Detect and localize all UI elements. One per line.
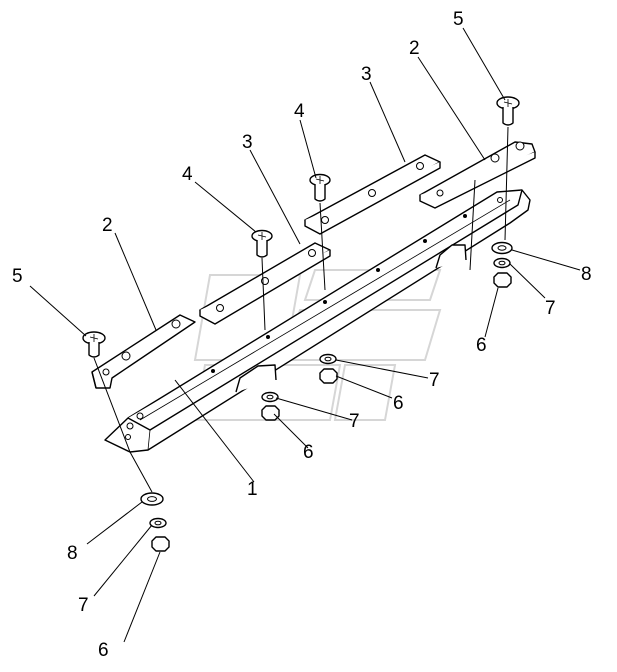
leader-lines bbox=[29, 27, 581, 643]
callout-part-6-mid-lower: 6 bbox=[303, 442, 314, 463]
plate-part-3-right bbox=[304, 154, 441, 235]
callouts: 5 2 4 3 4 3 2 5 8 7 6 7 6 7 6 1 8 7 6 bbox=[12, 9, 592, 661]
callout-part-5-left: 5 bbox=[12, 266, 23, 287]
callout-part-3-right: 3 bbox=[361, 64, 372, 85]
callout-part-5-right: 5 bbox=[453, 9, 464, 30]
lock-washer-part-7-mid-upper bbox=[319, 353, 337, 365]
plate-part-3-left bbox=[199, 242, 331, 325]
callout-part-4-left: 4 bbox=[182, 164, 193, 185]
washer-part-8-left bbox=[140, 492, 164, 506]
nut-part-6-left bbox=[151, 536, 170, 552]
callout-part-2-right: 2 bbox=[409, 38, 420, 59]
callout-part-4-right: 4 bbox=[294, 101, 305, 122]
lock-washer-part-7-right bbox=[493, 257, 511, 269]
callout-part-6-left: 6 bbox=[98, 640, 109, 661]
bolt-part-4-right bbox=[309, 173, 331, 202]
callout-part-7-mid-upper: 7 bbox=[429, 370, 440, 391]
callout-part-6-right: 6 bbox=[476, 335, 487, 356]
nut-part-6-mid-upper bbox=[319, 368, 338, 384]
callout-part-6-mid-upper: 6 bbox=[393, 393, 404, 414]
callout-part-8-left: 8 bbox=[67, 543, 78, 564]
end-plate-part-2-right bbox=[419, 141, 536, 209]
bolt-part-5-left bbox=[82, 331, 106, 358]
bolt-part-5-right bbox=[496, 96, 520, 126]
bolt-part-4-left bbox=[251, 229, 273, 258]
main-rail-part-1 bbox=[104, 189, 531, 453]
lock-washer-part-7-mid-lower bbox=[261, 391, 279, 403]
end-plate-part-2-left bbox=[91, 314, 196, 389]
callout-part-3-left: 3 bbox=[242, 132, 253, 153]
callout-part-7-left: 7 bbox=[78, 595, 89, 616]
nut-part-6-mid-lower bbox=[261, 405, 280, 421]
callout-part-7-mid-lower: 7 bbox=[349, 411, 360, 432]
lock-washer-part-7-left bbox=[149, 517, 167, 529]
callout-part-2-left: 2 bbox=[102, 215, 113, 236]
nut-part-6-right bbox=[493, 272, 512, 288]
callout-part-1: 1 bbox=[247, 479, 258, 500]
washer-part-8-right bbox=[491, 241, 513, 255]
callout-part-8-right: 8 bbox=[581, 264, 592, 285]
callout-part-7-right: 7 bbox=[545, 298, 556, 319]
axis-lines bbox=[93, 126, 509, 493]
